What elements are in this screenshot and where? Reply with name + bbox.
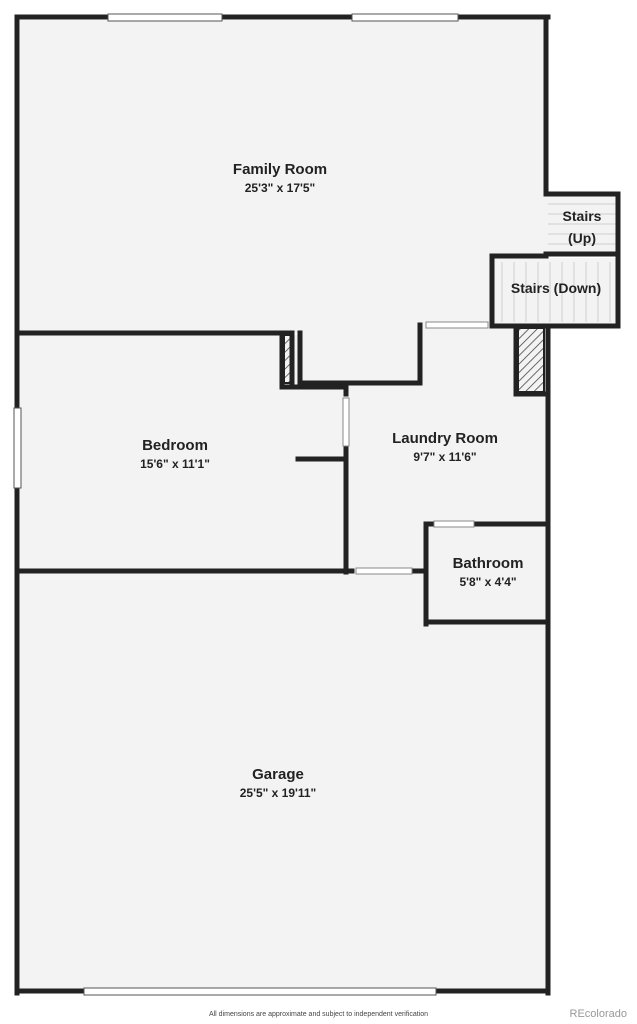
family-room-dimensions: 25'3" x 17'5" xyxy=(244,181,316,195)
bedroom-dimensions: 15'6" x 11'1" xyxy=(140,457,210,471)
family-room-name: Family Room xyxy=(232,161,328,178)
stairs-up-label: Stairs (Up) xyxy=(548,205,616,249)
family-room-label: Family Room 25'3" x 17'5" xyxy=(180,160,380,196)
bedroom-name: Bedroom xyxy=(142,437,208,454)
laundry-room-label: Laundry Room 9'7" x 11'6" xyxy=(370,429,520,465)
stairs-up-line1: Stairs xyxy=(562,208,602,224)
doorway-bathroom xyxy=(433,520,475,528)
stairs-down-text: Stairs (Down) xyxy=(510,280,602,296)
stairs-up-line2: (Up) xyxy=(568,230,596,246)
window-top-left xyxy=(107,13,223,22)
family-room-floor xyxy=(20,20,546,333)
garage-name: Garage xyxy=(252,766,304,783)
window-bedroom-left xyxy=(13,407,22,489)
bathroom-name: Bathroom xyxy=(452,555,524,572)
bedroom-label: Bedroom 15'6" x 11'1" xyxy=(100,436,250,472)
garage-dimensions: 25'5" x 19'11" xyxy=(239,786,317,800)
windows xyxy=(13,13,459,996)
bathroom-dimensions: 5'8" x 4'4" xyxy=(459,575,517,589)
garage-floor xyxy=(20,572,548,990)
laundry-room-dimensions: 9'7" x 11'6" xyxy=(413,450,477,464)
window-top-right xyxy=(351,13,459,22)
laundry-room-floor xyxy=(346,328,546,572)
garage-door-opening xyxy=(83,987,437,996)
stairs-down-treads xyxy=(501,262,611,322)
stairs-down-label: Stairs (Down) xyxy=(496,277,616,299)
door-openings xyxy=(342,321,489,575)
walls xyxy=(14,14,621,996)
doorway-bedroom-laundry xyxy=(342,397,350,447)
stairs-down-floor xyxy=(492,258,618,324)
bathroom-label: Bathroom 5'8" x 4'4" xyxy=(430,554,546,590)
stairs-up-treads xyxy=(548,203,616,245)
hatched-chase-right xyxy=(517,327,545,393)
watermark-logo: REcolorado xyxy=(569,1008,627,1020)
laundry-room-name: Laundry Room xyxy=(392,430,498,447)
disclaimer-text: All dimensions are approximate and subje… xyxy=(208,1011,429,1018)
doorway-laundry-garage xyxy=(355,567,413,575)
doorway-family-laundry xyxy=(425,321,489,329)
garage-label: Garage 25'5" x 19'11" xyxy=(178,765,378,801)
